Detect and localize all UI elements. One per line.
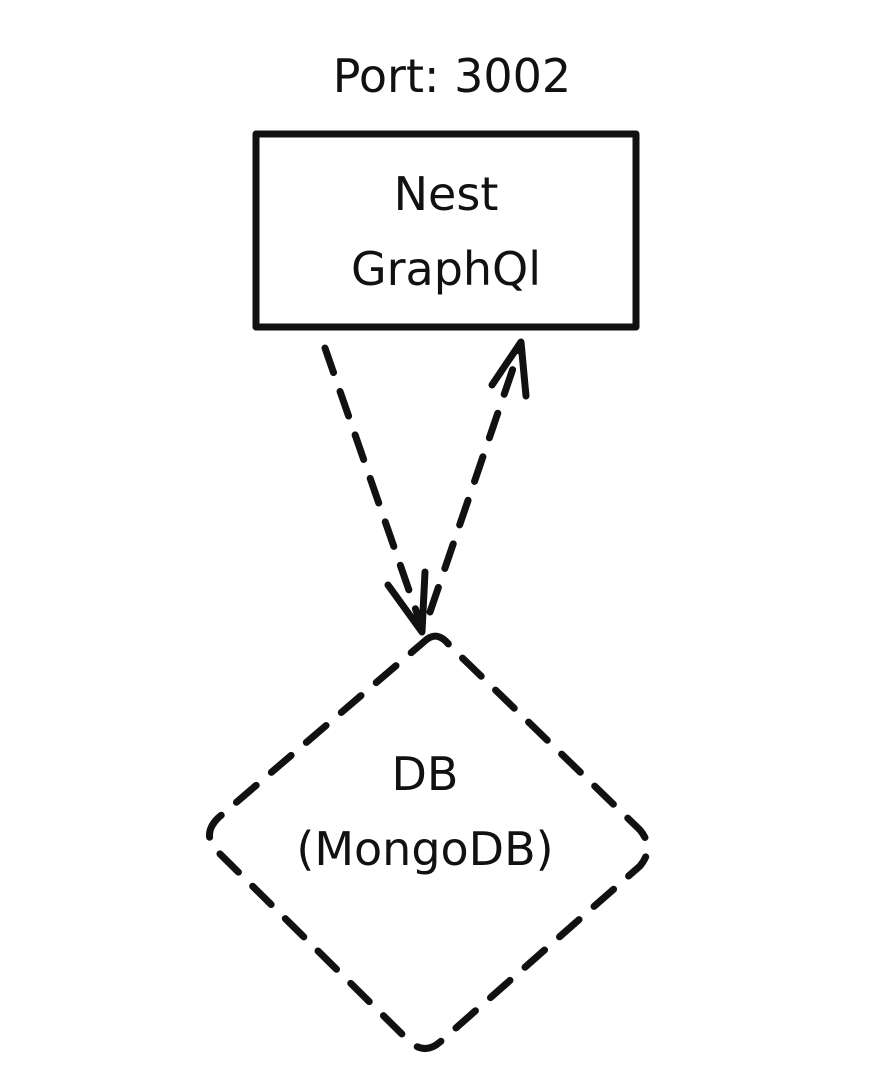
database-node: DB (MongoDB) [206, 632, 651, 1052]
database-label-line1: DB [392, 747, 459, 801]
service-label-line1: Nest [394, 167, 499, 221]
response-arrowhead [488, 338, 530, 400]
request-arrow [321, 344, 429, 636]
database-diamond [206, 632, 651, 1052]
service-box [252, 130, 640, 331]
response-arrow [426, 338, 530, 616]
request-arrow-line [321, 344, 424, 626]
request-arrowhead [384, 568, 429, 636]
port-label: Port: 3002 [333, 49, 571, 103]
database-label-line2: (MongoDB) [296, 822, 553, 876]
service-label-line2: GraphQl [351, 242, 541, 296]
service-node: Nest GraphQl [252, 130, 640, 331]
response-arrow-line [426, 341, 525, 616]
